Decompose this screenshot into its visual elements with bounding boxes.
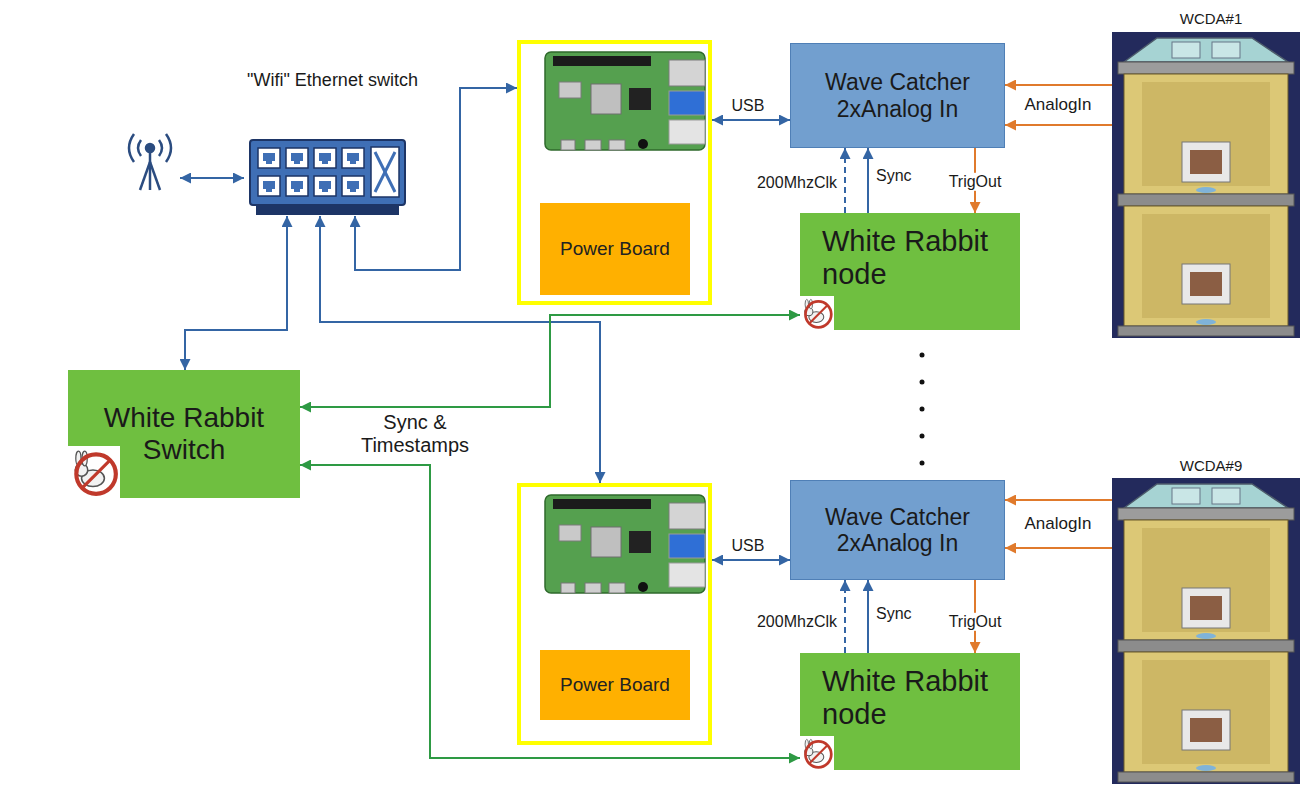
signal-label: 200MhzClk bbox=[755, 613, 839, 631]
ellipsis-dots bbox=[920, 353, 925, 358]
connector-label-box: AnalogIn bbox=[1022, 514, 1093, 534]
ellipsis-dots bbox=[920, 380, 925, 385]
switch-icon bbox=[256, 204, 399, 215]
connector bbox=[867, 580, 869, 653]
digitizer-box: Wave Catcher 2xAnalog In bbox=[790, 43, 1005, 148]
raspberry-pi-picture bbox=[545, 52, 705, 150]
switch-icon bbox=[314, 176, 336, 196]
switch-icon bbox=[286, 176, 308, 196]
connector bbox=[185, 216, 287, 370]
white-rabbit-logo bbox=[68, 446, 120, 498]
signal-label: AnalogIn bbox=[1022, 95, 1093, 115]
node-label: White Rabbit node bbox=[822, 225, 1012, 292]
connector-label-box: TrigOut bbox=[947, 173, 1004, 191]
antenna-icon bbox=[138, 140, 141, 156]
switch-icon bbox=[258, 148, 280, 168]
signal-label: TrigOut bbox=[947, 613, 1004, 631]
switch-icon bbox=[258, 176, 280, 196]
connector-label-box: TrigOut bbox=[947, 613, 1004, 631]
power-board: Power Board bbox=[540, 650, 690, 720]
white-rabbit-logo bbox=[68, 446, 120, 498]
connector-label-box: USB bbox=[730, 537, 767, 555]
switch-icon bbox=[250, 140, 405, 205]
antenna-icon bbox=[150, 162, 160, 190]
node-label: Wave Catcher 2xAnalog In bbox=[795, 69, 1000, 122]
white-rabbit-node: White Rabbit node bbox=[800, 213, 1020, 330]
connector bbox=[355, 88, 517, 270]
antenna-icon bbox=[129, 134, 171, 190]
digitizer-box: Wave Catcher 2xAnalog In bbox=[790, 480, 1005, 580]
detector: WCDA#1 bbox=[1112, 8, 1310, 338]
switch-icon bbox=[286, 148, 308, 168]
detector-picture bbox=[1112, 32, 1300, 338]
signal-label: TrigOut bbox=[947, 173, 1004, 191]
ellipsis-dots bbox=[920, 407, 925, 412]
antenna-icon bbox=[166, 134, 171, 162]
power-board: Power Board bbox=[540, 203, 690, 295]
node-label: WCDA#1 bbox=[1112, 10, 1310, 27]
antenna-icon bbox=[149, 150, 152, 190]
signal-label: Sync & Timestamps bbox=[350, 411, 480, 457]
connector-label-box: Sync bbox=[874, 605, 914, 623]
antenna-icon bbox=[140, 162, 150, 190]
switch-icon bbox=[342, 176, 364, 196]
raspberry-pi-picture bbox=[545, 495, 705, 593]
node-label: Wave Catcher 2xAnalog In bbox=[795, 504, 1000, 557]
switch-icon bbox=[371, 147, 399, 197]
switch-icon bbox=[250, 140, 405, 215]
radio-link-arrow bbox=[180, 177, 244, 179]
connector bbox=[1005, 84, 1112, 86]
connector bbox=[712, 119, 790, 121]
switch-icon bbox=[375, 152, 395, 192]
connector-label-box: Sync & Timestamps bbox=[350, 411, 480, 457]
ethernet-switch: "Wifi" Ethernet switch bbox=[245, 68, 420, 216]
signal-label: USB bbox=[730, 537, 767, 555]
connector bbox=[1005, 124, 1112, 126]
connector-label-box: AnalogIn bbox=[1022, 95, 1093, 115]
connector-label-box: 200MhzClk bbox=[755, 174, 839, 192]
signal-label: Sync bbox=[874, 167, 914, 185]
signal-label: USB bbox=[730, 97, 767, 115]
white-rabbit-logo bbox=[800, 296, 834, 330]
connector bbox=[300, 315, 800, 407]
switch-icon bbox=[342, 148, 364, 168]
antenna-icon bbox=[129, 134, 134, 162]
connector bbox=[300, 465, 800, 758]
connector bbox=[712, 559, 790, 561]
signal-label: 200MhzClk bbox=[755, 174, 839, 192]
ellipsis-dots bbox=[920, 461, 925, 466]
connector bbox=[1005, 547, 1112, 549]
switch-icon bbox=[314, 148, 336, 168]
connector-label-box: 200MhzClk bbox=[755, 613, 839, 631]
signal-label: AnalogIn bbox=[1022, 514, 1093, 534]
connector-label-box: Sync bbox=[874, 167, 914, 185]
antenna-icon bbox=[159, 140, 162, 156]
connector-label-box: USB bbox=[730, 97, 767, 115]
node-label: Power Board bbox=[560, 238, 670, 260]
white-rabbit-logo bbox=[800, 736, 834, 770]
white-rabbit-switch: White Rabbit Switch bbox=[68, 370, 300, 498]
switch-icon bbox=[375, 152, 395, 192]
node-label: "Wifi" Ethernet switch bbox=[245, 70, 420, 91]
detector: WCDA#9 bbox=[1112, 455, 1310, 784]
connector bbox=[867, 148, 869, 213]
connector bbox=[844, 580, 846, 653]
white-rabbit-logo bbox=[800, 736, 834, 770]
antenna-icon bbox=[146, 144, 154, 152]
connector bbox=[844, 148, 846, 213]
signal-label: Sync bbox=[874, 605, 914, 623]
node-label: WCDA#9 bbox=[1112, 457, 1310, 474]
detector-picture bbox=[1112, 478, 1300, 784]
node-label: White Rabbit node bbox=[822, 665, 1012, 732]
computer-board-box: Power Board bbox=[517, 40, 712, 305]
ellipsis-dots bbox=[920, 434, 925, 439]
white-rabbit-node: White Rabbit node bbox=[800, 653, 1020, 770]
node-label: Power Board bbox=[560, 674, 670, 696]
node-label: White Rabbit Switch bbox=[72, 402, 296, 466]
ellipsis-dots bbox=[920, 353, 925, 466]
connector bbox=[1005, 499, 1112, 501]
white-rabbit-logo bbox=[800, 296, 834, 330]
computer-board-box: Power Board bbox=[517, 483, 712, 745]
